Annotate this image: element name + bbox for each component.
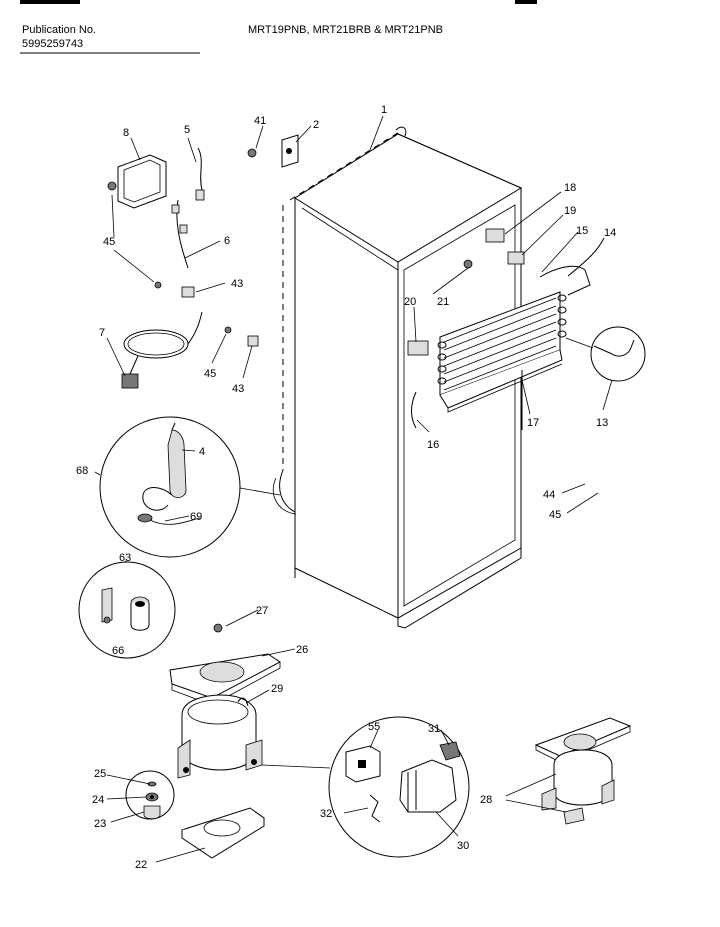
callout-30: 30 (457, 840, 469, 852)
callout-45-right: 45 (549, 509, 561, 521)
callout-31: 31 (428, 723, 440, 735)
callout-23: 23 (94, 818, 106, 830)
clip (485, 228, 505, 243)
model-numbers: MRT19PNB, MRT21BRB & MRT21PNB (248, 24, 444, 36)
evaporator-coil (437, 265, 591, 413)
callout-22: 22 (135, 859, 147, 871)
screw-45 (224, 326, 232, 334)
suction-tube (567, 237, 605, 277)
callout-32: 32 (320, 808, 332, 820)
callout-labels: 1 2 4 5 6 7 8 13 14 15 16 17 18 19 20 21… (76, 104, 616, 871)
callout-21: 21 (437, 296, 449, 308)
callout-16: 16 (427, 439, 439, 451)
callout-17: 17 (527, 417, 539, 429)
publication-label: Publication No. (22, 24, 96, 36)
callout-20: 20 (404, 296, 416, 308)
callout-18: 18 (564, 182, 576, 194)
compressor-assembly (534, 717, 632, 825)
callout-4: 4 (199, 446, 205, 458)
drain-pan (169, 653, 281, 706)
callout-5: 5 (184, 124, 190, 136)
callout-6: 6 (224, 235, 230, 247)
power-cord (121, 311, 203, 389)
callout-25: 25 (94, 768, 106, 780)
clip-43 (181, 286, 195, 298)
detail-circle-63 (78, 561, 176, 659)
clip-43 (247, 335, 259, 347)
callout-1: 1 (381, 104, 387, 116)
publication-number: 5995259743 (22, 38, 84, 50)
callout-66: 66 (112, 645, 124, 657)
screw-45 (107, 181, 117, 191)
cabinet (294, 133, 523, 629)
callout-27: 27 (256, 605, 268, 617)
callout-68: 68 (76, 465, 88, 477)
callout-26: 26 (296, 644, 308, 656)
clip (507, 251, 525, 265)
callout-13: 13 (596, 417, 608, 429)
header-mark (515, 0, 537, 4)
relay-detail-circle (328, 716, 470, 858)
cover-8 (117, 154, 167, 209)
callout-45-mid: 45 (204, 368, 216, 380)
callout-29: 29 (271, 683, 283, 695)
leader-lines (94, 115, 613, 863)
condenser-loop (272, 126, 407, 515)
wire-harness (171, 147, 205, 269)
detail-circle-13 (565, 326, 646, 382)
callout-41: 41 (254, 115, 266, 127)
tube (411, 391, 417, 429)
callout-15: 15 (576, 225, 588, 237)
callout-63: 63 (119, 552, 131, 564)
callout-43-top: 43 (231, 278, 243, 290)
callout-24: 24 (92, 794, 104, 806)
callout-69: 69 (190, 511, 202, 523)
compressor (177, 694, 331, 779)
base-plate (180, 807, 265, 859)
grommet-27 (213, 623, 223, 633)
screw (463, 259, 473, 269)
callout-55: 55 (368, 721, 380, 733)
screw-45 (154, 281, 162, 289)
callout-43-left: 43 (232, 383, 244, 395)
callout-45-top: 45 (103, 236, 115, 248)
header-mark (20, 0, 80, 4)
callout-44: 44 (543, 489, 555, 501)
bracket (407, 340, 429, 356)
callout-2: 2 (313, 119, 319, 131)
callout-19: 19 (564, 205, 576, 217)
callout-8: 8 (123, 127, 129, 139)
mount-detail-circle (125, 770, 175, 820)
callout-14: 14 (604, 227, 616, 239)
callout-28: 28 (480, 794, 492, 806)
callout-7: 7 (99, 327, 105, 339)
screw-41 (247, 148, 257, 158)
detail-circle-68 (99, 416, 281, 558)
